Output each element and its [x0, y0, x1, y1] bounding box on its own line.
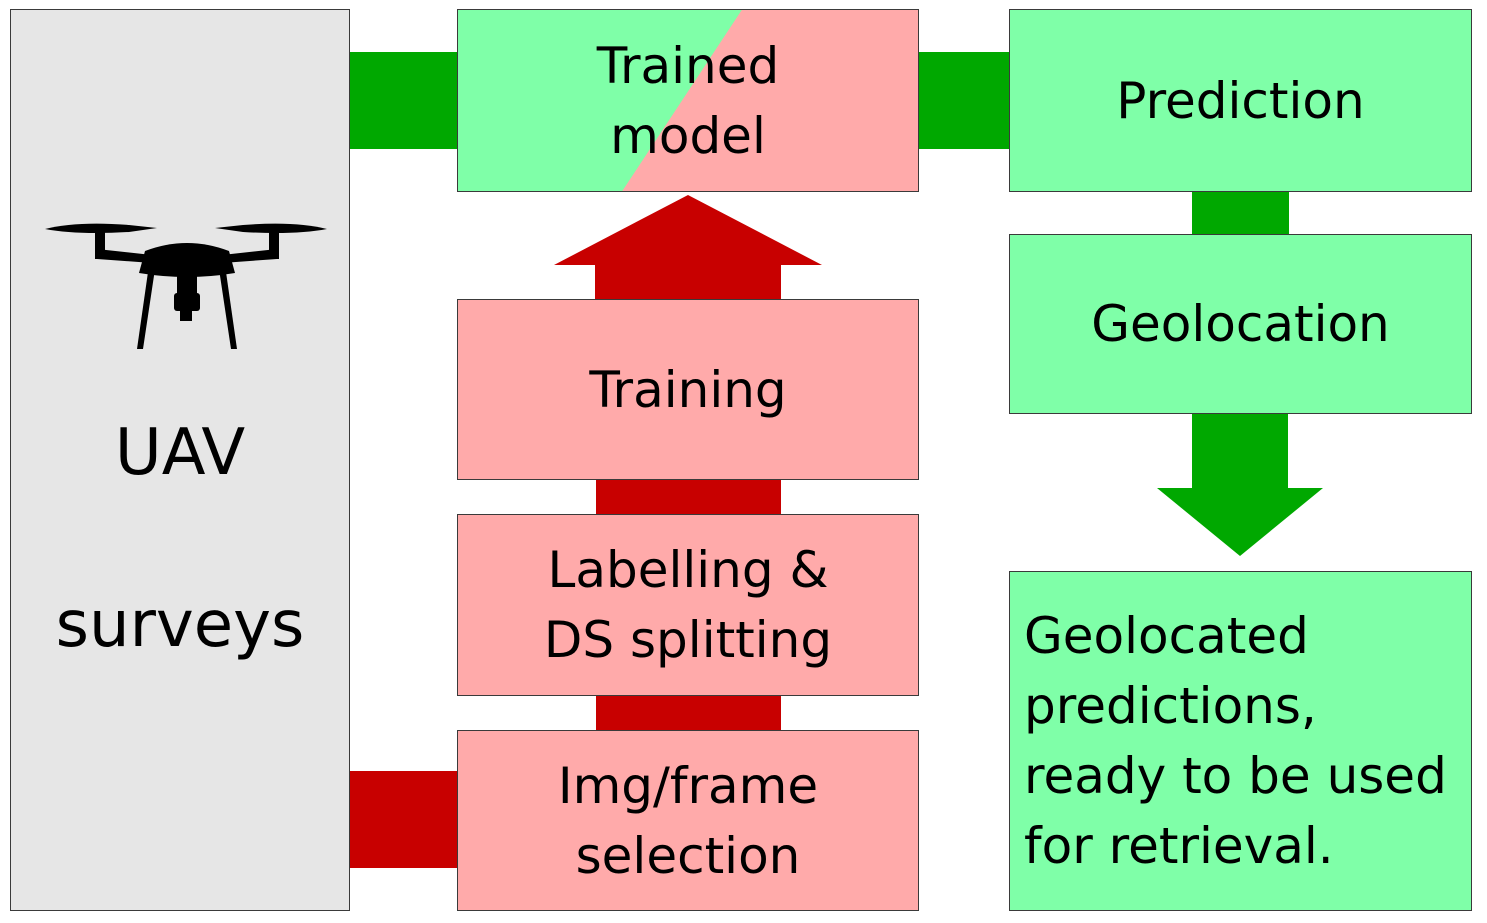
training-to-model-arrow: [554, 195, 822, 303]
uav-to-selection-connector: [348, 771, 460, 868]
prediction-box: Prediction: [1009, 9, 1472, 192]
trained-model-label: Trained model: [596, 36, 780, 165]
geolocated-predictions-label: Geolocated predictions, ready to be used…: [1024, 607, 1447, 875]
labelling-to-training-connector: [596, 477, 781, 517]
trained-model-box: Trained model: [457, 9, 919, 192]
geolocation-to-results-arrow: [1157, 410, 1323, 556]
geolocation-label: Geolocation: [1091, 295, 1390, 353]
labelling-label: Labelling & DS splitting: [543, 541, 833, 669]
uav-surveys-box: UAV surveys: [10, 9, 350, 911]
training-box: Training: [457, 299, 919, 480]
surveys-label: surveys: [55, 588, 305, 662]
selection-to-labelling-connector: [596, 693, 781, 733]
uav-label: UAV: [114, 416, 246, 490]
geolocated-predictions-box: Geolocated predictions, ready to be used…: [1009, 571, 1472, 911]
model-to-prediction-connector: [917, 52, 1012, 149]
prediction-to-geolocation-connector: [1192, 189, 1289, 237]
trained-model-split-background: [458, 10, 918, 191]
geolocation-box: Geolocation: [1009, 234, 1472, 414]
selection-label: Img/frame selection: [557, 756, 819, 885]
drone-icon: [45, 223, 327, 349]
selection-box: Img/frame selection: [457, 730, 919, 911]
labelling-box: Labelling & DS splitting: [457, 514, 919, 696]
prediction-label: Prediction: [1116, 71, 1365, 130]
uav-to-model-connector: [348, 52, 460, 149]
training-label: Training: [589, 360, 787, 419]
